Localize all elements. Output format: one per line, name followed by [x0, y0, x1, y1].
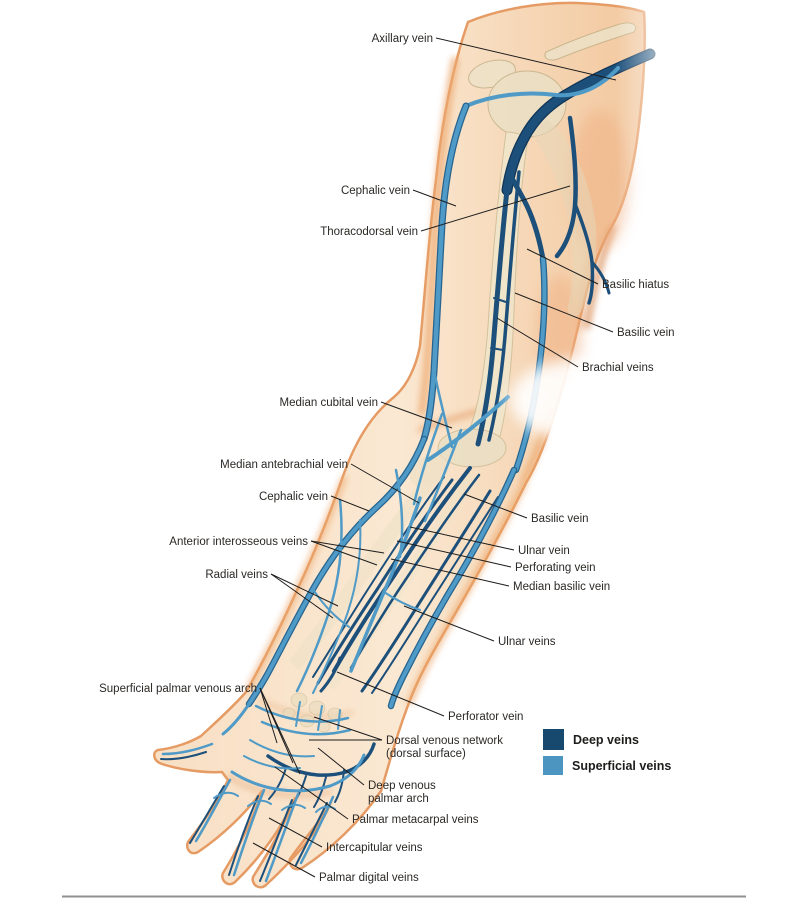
leader-line: [270, 573, 339, 607]
label-median-basilic-vein: Median basilic vein: [390, 558, 610, 593]
label-text: Dorsal venous network(dorsal surface): [386, 735, 503, 760]
leader-line: [268, 817, 323, 848]
label-text: Superficial palmar venous arch: [99, 683, 257, 695]
label-text: Ulnar vein: [518, 545, 570, 557]
leader-line: [380, 401, 453, 429]
leader-line: [252, 842, 316, 878]
label-median-cubital-vein: Median cubital vein: [280, 397, 453, 429]
leader-line: [259, 687, 301, 775]
label-text: Perforating vein: [515, 562, 596, 574]
leader-line: [313, 716, 383, 741]
label-text: Basilic vein: [617, 327, 675, 339]
label-radial-veins: Radial veins: [205, 569, 339, 619]
label-text: Median basilic vein: [513, 581, 610, 593]
leader-line: [390, 558, 510, 587]
label-ulnar-vein: Ulnar vein: [409, 526, 570, 557]
label-text: Palmar metacarpal veins: [352, 814, 479, 826]
leader-line: [317, 747, 365, 786]
leader-line: [336, 671, 445, 717]
label-perforating-vein: Perforating vein: [396, 540, 596, 574]
label-intercapitular-veins: Intercapitular veins: [268, 817, 423, 854]
label-dorsal-venous-network: Dorsal venous network(dorsal surface): [309, 716, 503, 760]
leader-line: [409, 526, 515, 551]
leader-line: [274, 766, 349, 820]
label-text: Basilic vein: [531, 513, 589, 525]
label-palmar-metacarpal-veins: Palmar metacarpal veins: [274, 766, 479, 826]
label-text: Radial veins: [205, 569, 268, 581]
label-text: Cephalic vein: [341, 185, 410, 197]
superficial-veins-label: Superficial veins: [572, 758, 672, 773]
leader-line: [463, 493, 528, 519]
leader-line: [420, 185, 571, 232]
label-cephalic-vein-upper: Cephalic vein: [341, 185, 457, 207]
leader-line: [310, 540, 385, 554]
label-text: Basilic hiatus: [602, 279, 669, 291]
legend-item-superficial-veins: Superficial veins: [543, 755, 671, 776]
leader-line: [403, 605, 495, 642]
label-axillary-vein: Axillary vein: [372, 33, 617, 81]
label-cephalic-vein-forearm: Cephalic vein: [259, 491, 370, 512]
deep-veins-label: Deep veins: [573, 732, 640, 747]
label-brachial-veins: Brachial veins: [496, 317, 654, 374]
torso-bottom-fade: [510, 358, 660, 442]
label-perforator-vein: Perforator vein: [336, 671, 523, 723]
leader-line: [396, 540, 512, 568]
label-text: Perforator vein: [448, 711, 523, 723]
leader-line: [310, 540, 378, 566]
leader-line: [350, 463, 420, 504]
label-text: Ulnar veins: [498, 636, 556, 648]
label-text: Palmar digital veins: [319, 872, 419, 884]
label-superficial-palmar-venous-arch: Superficial palmar venous arch: [99, 683, 301, 775]
legend: Deep veins Superficial veins: [543, 729, 671, 781]
label-text: Brachial veins: [582, 362, 654, 374]
label-basilic-hiatus: Basilic hiatus: [526, 248, 669, 291]
leader-line: [435, 37, 617, 81]
label-basilic-vein-upper: Basilic vein: [514, 292, 675, 339]
leader-line: [514, 292, 614, 333]
leader-line: [259, 687, 278, 744]
label-text: Thoracodorsal vein: [320, 226, 418, 238]
superficial-veins-swatch: [543, 756, 563, 775]
torso-fade: [615, 0, 710, 430]
leader-line: [526, 248, 599, 285]
label-ulnar-veins: Ulnar veins: [403, 605, 556, 648]
deep-veins-layer: [160, 48, 656, 882]
label-text: Median cubital vein: [280, 397, 378, 409]
leader-line: [330, 495, 370, 512]
label-basilic-vein-forearm: Basilic vein: [463, 493, 589, 525]
label-anterior-interosseous-veins: Anterior interosseous veins: [169, 536, 385, 566]
label-text: Median antebrachial vein: [220, 459, 348, 471]
leader-line: [270, 573, 334, 619]
leader-line: [496, 317, 579, 368]
leader-line: [412, 189, 457, 207]
legend-item-deep-veins: Deep veins: [543, 729, 671, 750]
label-text: Axillary vein: [372, 33, 433, 45]
deep-veins-swatch: [543, 729, 564, 750]
label-thoracodorsal-vein: Thoracodorsal vein: [320, 185, 571, 238]
label-text: Cephalic vein: [259, 491, 328, 503]
label-text: Anterior interosseous veins: [169, 536, 308, 548]
label-palmar-digital-veins: Palmar digital veins: [252, 842, 419, 884]
superficial-veins-layer: [161, 66, 620, 883]
label-median-antebrachial-vein: Median antebrachial vein: [220, 459, 420, 504]
label-text: Intercapitular veins: [326, 842, 423, 854]
